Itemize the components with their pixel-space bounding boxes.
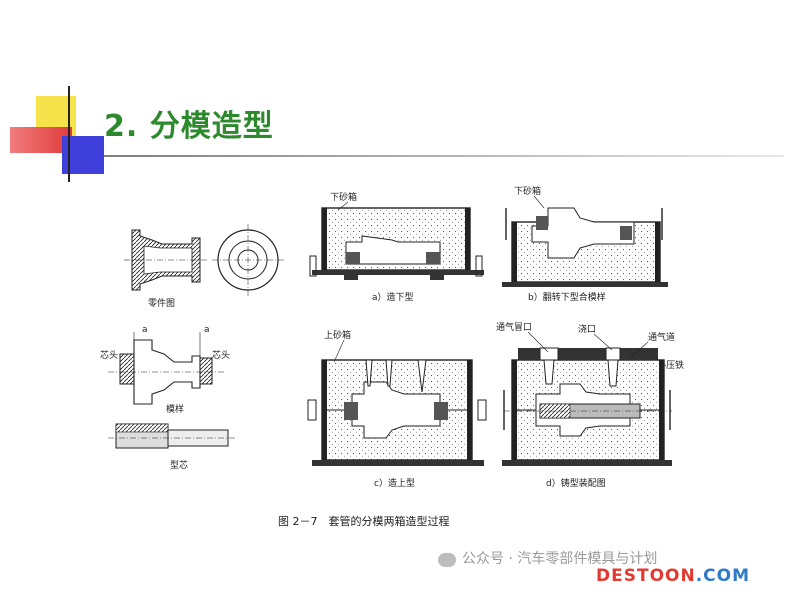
label-core: 型芯	[170, 459, 188, 471]
label-sprue: 浇口	[578, 323, 596, 335]
casting-process-figure: 零件图 下砂箱 a）造下型 下砂箱 b）翻转下型合模样	[100, 185, 684, 489]
label-dim-a-left: a	[142, 325, 148, 335]
deco-red-bar	[10, 127, 72, 153]
label-core-head-left: 芯头	[100, 349, 118, 361]
label-core-head-right: 芯头	[212, 349, 230, 361]
subcaption-a: a）造下型	[372, 291, 414, 303]
title-underline	[104, 155, 784, 157]
label-vent-riser: 通气冒口	[496, 321, 532, 333]
deco-vertical-line	[68, 86, 70, 182]
core-drawing	[108, 423, 236, 449]
brand-logo[interactable]: DESTOON.COM	[596, 566, 750, 586]
label-dim-a-right: a	[204, 325, 210, 335]
panel-c	[307, 359, 487, 466]
panel-a	[309, 207, 484, 280]
subcaption-d: d）铸型装配图	[546, 477, 606, 489]
figure-caption: 图 2－7 套管的分模两箱造型过程	[278, 515, 450, 528]
label-upper-flask: 上砂箱	[324, 329, 351, 341]
part-drawing-label: 零件图	[148, 297, 175, 309]
pattern-with-core-heads	[108, 332, 224, 405]
subcaption-b: b）翻转下型合模样	[528, 291, 606, 303]
wechat-icon	[438, 553, 456, 567]
panel-b	[502, 207, 668, 287]
slide-title: 2. 分模造型	[104, 109, 274, 144]
brand-left: DESTOON	[596, 566, 696, 586]
label-lower-flask-a: 下砂箱	[330, 191, 357, 203]
subcaption-c: c）造上型	[374, 477, 415, 489]
panel-d	[502, 347, 672, 466]
part-drawing	[124, 224, 284, 296]
label-weight: 压铁	[666, 359, 684, 371]
label-vent-channel: 通气道	[648, 331, 675, 343]
label-lower-flask-b: 下砂箱	[514, 185, 541, 197]
brand-right: .COM	[695, 566, 751, 586]
label-pattern: 模样	[166, 403, 184, 415]
watermark-text: 公众号 · 汽车零部件模具与计划	[462, 551, 658, 567]
